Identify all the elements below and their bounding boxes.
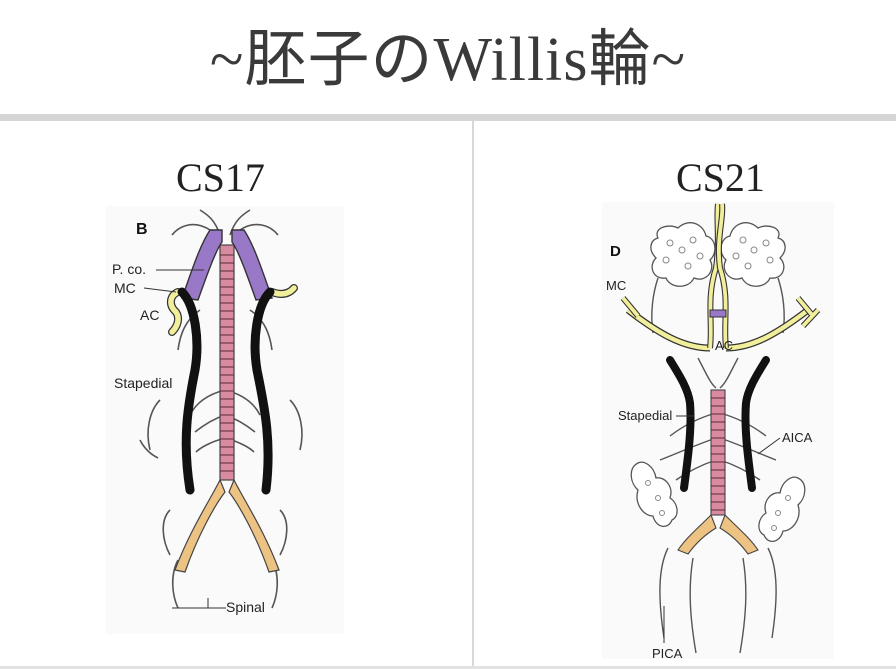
cs17-label-ac: AC [140,307,159,323]
cs17-basilar-artery [219,244,235,481]
cs21-choroid-plexus [630,222,806,542]
cs21-carotid-left [666,356,695,492]
cs17-label-mc: MC [114,280,136,296]
cs17-label-spinal: Spinal [226,599,265,615]
cs17-vertebral-left [174,478,226,573]
cs17-pcom-right [231,229,273,301]
cs17-diagram: B P. co. MC AC Stapedial Spinal [106,206,344,634]
cs21-basilar-ladder [711,397,725,511]
cs21-label-mc: MC [606,278,626,293]
cs21-vertebral-right [719,514,759,555]
cs17-figure-letter: B [136,221,148,238]
slide-title: ~胚子のWillis輪~ [209,26,687,94]
cs21-anterior-circulation [620,203,821,352]
cs21-figure-letter: D [610,243,621,260]
cs21-label-stapedial: Stapedial [618,408,672,423]
cs21-label-pica: PICA [652,646,683,661]
bottom-border [0,666,896,669]
panel-divider [472,121,474,669]
cs17-carotid-right [250,287,275,495]
cs21-label-ac: AC [715,338,733,353]
cs17-ac-left [168,289,181,335]
cs17-vertebral-right [228,478,280,573]
title-divider [0,114,896,121]
right-panel-heading: CS21 [676,155,765,200]
cs21-leader-lines [663,415,781,643]
cs21-carotid-right [741,356,770,492]
cs17-label-pco: P. co. [112,261,146,277]
cs17-label-stapedial: Stapedial [114,375,172,391]
cs21-label-aica: AICA [782,430,813,445]
cs21-plexus-dots [645,236,791,531]
cs21-vertebral-left [677,514,717,555]
cs17-basilar-ladder [220,254,234,472]
cs17-carotid-left [177,287,202,495]
cs17-leader-lines [143,269,226,609]
cs21-diagram: D MC AC Stapedial AICA PICA [602,202,834,661]
cs21-basilar-artery [710,389,726,516]
left-panel-heading: CS17 [176,155,265,200]
cs21-acom [709,309,727,318]
